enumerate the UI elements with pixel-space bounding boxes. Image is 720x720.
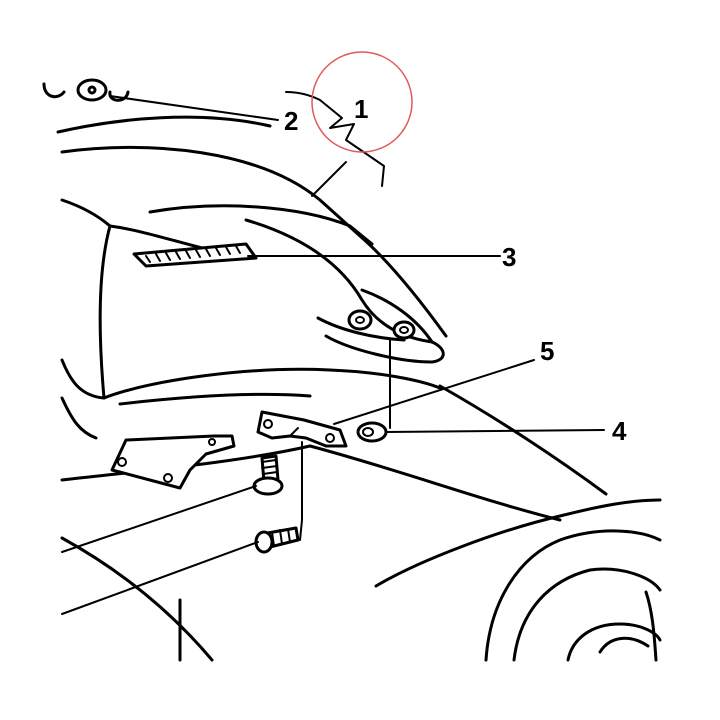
bolt-upper [252,454,284,496]
callout-2: 2 [284,106,298,136]
callout-4: 4 [612,416,627,446]
callout-1: 1 [354,94,368,124]
lower-body [60,384,662,662]
assembly-lines [299,339,391,541]
nut-part-4 [356,421,388,443]
bracket-part-5 [256,410,348,448]
left-bracket [110,434,236,490]
reflector-part-3 [132,242,258,268]
grommet-left [347,309,373,331]
grommet-right [392,320,416,340]
brand-lettering [42,78,130,102]
callout-5: 5 [540,336,554,366]
tail-cowl [56,115,448,482]
bolt-lower [254,526,300,554]
callout-1-highlight [311,51,413,153]
callout-3: 3 [502,242,516,272]
rear-fender [484,529,662,662]
leader-lines [61,91,605,615]
cowl-lip [244,218,445,364]
